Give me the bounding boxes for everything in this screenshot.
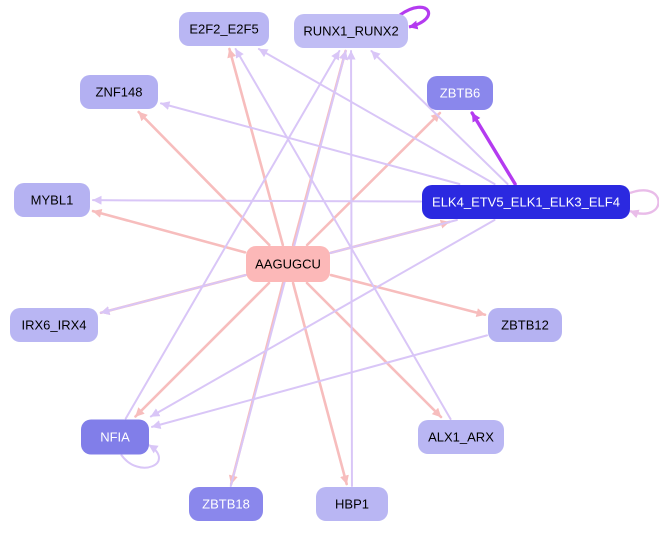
node-shape[interactable] [418,420,504,454]
graph-node-ZBTB18[interactable]: ZBTB18 [189,487,263,521]
edge-AAGUGCU-ZNF148[interactable] [137,110,271,247]
edge-AAGUGCU-MYBL1[interactable] [91,209,247,254]
node-shape[interactable] [179,12,269,46]
edge-selfloop-RUNX1_RUNX2[interactable] [399,5,431,30]
edge-ALX1_ARX-E2F2_E2F5[interactable] [234,48,452,420]
node-shape[interactable] [14,183,90,217]
edge-ELK4_ETV5_ELK1_ELK3_ELF4-E2F2_E2F5[interactable] [257,48,496,185]
edge-AAGUGCU-NFIA[interactable] [134,281,271,418]
graph-node-ZBTB12[interactable]: ZBTB12 [488,308,562,342]
edge-HBP1-RUNX1_RUNX2[interactable] [346,50,356,487]
edge-ELK4_ETV5_ELK1_ELK3_ELF4-ZBTB6[interactable] [470,111,517,186]
graph-node-AAGUGCU[interactable]: AAGUGCU [246,246,330,282]
node-shape[interactable] [80,75,158,109]
node-shape[interactable] [246,246,330,282]
edge-AAGUGCU-HBP1[interactable] [291,281,349,486]
edge-AAGUGCU-ZBTB6[interactable] [305,111,442,247]
graph-node-NFIA[interactable]: NFIA [81,419,149,455]
node-shape[interactable] [294,14,408,48]
node-shape[interactable] [81,419,149,455]
node-shape[interactable] [427,76,493,110]
node-shape[interactable] [189,487,263,521]
graph-node-MYBL1[interactable]: MYBL1 [14,183,90,217]
edge-AAGUGCU-E2F2_E2F5[interactable] [227,47,285,247]
node-shape[interactable] [316,487,388,521]
graph-node-IRX6_IRX4[interactable]: IRX6_IRX4 [10,308,98,342]
graph-node-RUNX1_RUNX2[interactable]: RUNX1_RUNX2 [294,14,408,48]
edge-ZBTB12-NFIA[interactable] [151,334,488,429]
graph-node-HBP1[interactable]: HBP1 [316,487,388,521]
edge-AAGUGCU-ZBTB12[interactable] [329,273,487,317]
graph-node-ELK4_ETV5_ELK1_ELK3_ELF4[interactable]: ELK4_ETV5_ELK1_ELK3_ELF4 [422,185,630,219]
node-shape[interactable] [488,308,562,342]
graph-node-E2F2_E2F5[interactable]: E2F2_E2F5 [179,12,269,46]
edge-ELK4_ETV5_ELK1_ELK3_ELF4-MYBL1[interactable] [92,195,422,205]
edge-AAGUGCU-ALX1_ARX[interactable] [305,281,443,419]
edge-ELK4_ETV5_ELK1_ELK3_ELF4-RUNX1_RUNX2[interactable] [370,50,509,185]
edge-NFIA-RUNX1_RUNX2[interactable] [124,50,341,420]
edge-selfloop-ELK4_ETV5_ELK1_ELK3_ELF4[interactable] [629,189,659,219]
node-shape[interactable] [10,308,98,342]
edge-selfloop-NFIA[interactable] [120,444,160,469]
edge-layer [91,5,659,487]
node-shape[interactable] [422,185,630,219]
graph-node-ALX1_ARX[interactable]: ALX1_ARX [418,420,504,454]
edge-ELK4_ETV5_ELK1_ELK3_ELF4-ZNF148[interactable] [160,101,461,185]
edge-ELK4_ETV5_ELK1_ELK3_ELF4-NFIA[interactable] [149,219,496,418]
graph-node-ZNF148[interactable]: ZNF148 [80,75,158,109]
graph-node-ZBTB6[interactable]: ZBTB6 [427,76,493,110]
